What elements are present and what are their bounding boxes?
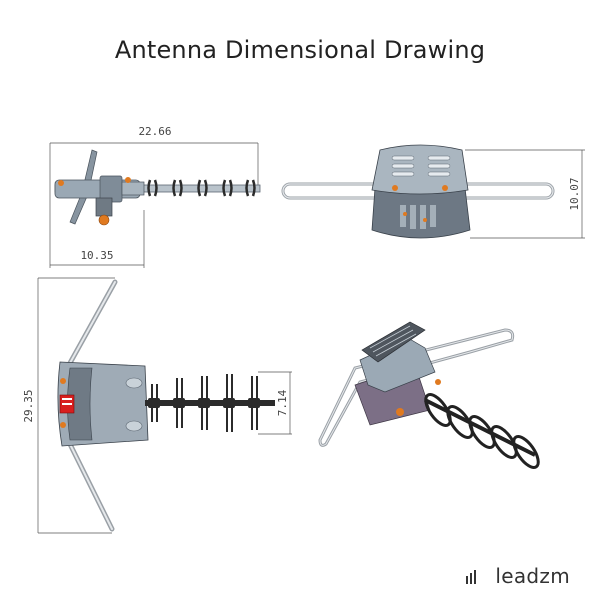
dim-label-front-height: 10.07 — [568, 177, 581, 210]
page-title: Antenna Dimensional Drawing — [114, 36, 486, 64]
dim-label-side-mount: 10.35 — [80, 249, 113, 262]
dim-label-element-span: 7.14 — [276, 389, 289, 416]
side-view: 22.66 10.35 — [49, 125, 261, 268]
isometric-view — [318, 321, 540, 469]
side-elements — [147, 179, 256, 197]
brand-name: leadzm — [495, 564, 570, 588]
isometric-elements — [424, 393, 540, 469]
dim-label-side-length: 22.66 — [138, 125, 171, 138]
front-view: 10.07 — [281, 144, 585, 239]
top-view: 29.35 — [22, 277, 292, 534]
dim-label-top-width: 29.35 — [22, 389, 35, 422]
brand-logo-icon — [466, 570, 476, 584]
